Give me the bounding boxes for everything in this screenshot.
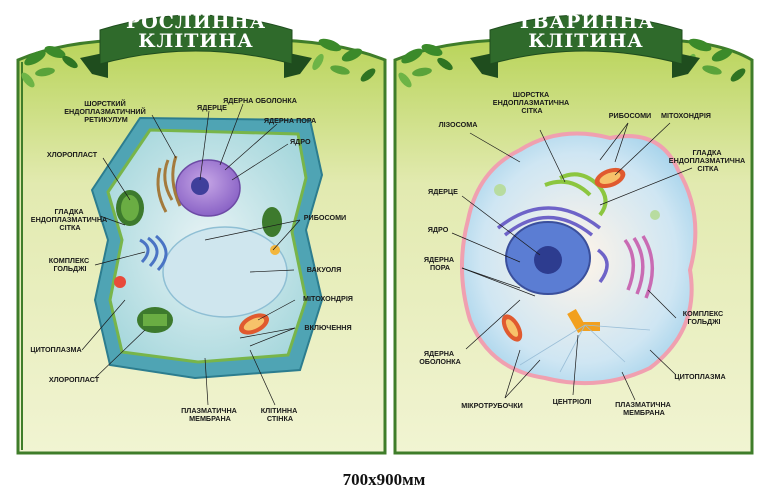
- animal-title-line1: ТВАРИННА: [517, 11, 654, 33]
- plant-label-nucleolus: ЯДЕРЦЕ: [197, 103, 227, 112]
- plant-golgi: [139, 234, 168, 272]
- animal-label-nucleolus: ЯДЕРЦЕ: [428, 187, 458, 196]
- animal-label-nuclear-pore: ЯДЕРНА ПОРА: [424, 255, 456, 272]
- animal-label-lysosome: ЛІЗОСОМА: [439, 120, 478, 129]
- animal-title-line2: КЛІТИНА: [528, 30, 644, 52]
- plant-label-smooth-er2: ГЛАДКА ЕНДОПЛАЗМАТИЧНА СІТКА: [31, 207, 109, 232]
- animal-label-plasma-membrane: ПЛАЗМАТИЧНА МЕМБРАНА: [615, 400, 673, 417]
- animal-label-mitochondria: МІТОХОНДРІЯ: [661, 111, 711, 120]
- animal-label-microtubules: МІКРОТРУБОЧКИ: [461, 401, 523, 410]
- plant-chloroplast-2: [137, 307, 173, 333]
- stand-dimension: 700х900мм: [342, 470, 426, 489]
- plant-board: РОСЛИННА КЛІТИНА: [16, 11, 387, 455]
- plant-cell: [90, 116, 324, 380]
- plant-banner: [99, 14, 293, 65]
- animal-cell: [459, 131, 698, 386]
- plant-mitochondrion: [239, 313, 269, 335]
- plant-inclusion-1: [114, 276, 126, 288]
- animal-leaves-left: [398, 43, 453, 88]
- plant-label-golgi: КОМПЛЕКС ГОЛЬДЖІ: [49, 256, 91, 273]
- animal-rough-er: [496, 206, 609, 284]
- animal-leaders: [451, 122, 693, 401]
- plant-label-cytoplasm: ЦИТОПЛАЗМА: [30, 345, 81, 354]
- animal-lysosome: [494, 184, 506, 196]
- animal-label-cytoplasm: ЦИТОПЛАЗМА: [674, 372, 725, 381]
- plant-nucleolus: [191, 177, 209, 195]
- animal-banner: [489, 14, 683, 65]
- animal-label-rough-er: ШОРСТКА ЕНДОПЛАЗМАТИЧНА СІТКА: [493, 90, 571, 115]
- animal-label-nucleus: ЯДРО: [428, 225, 449, 234]
- plant-label-vacuole: ВАКУОЛЯ: [307, 265, 342, 274]
- animal-label-nuclear-envelope: ЯДЕРНА ОБОЛОНКА: [419, 349, 461, 366]
- plant-leaves-right: [312, 38, 376, 82]
- plant-leaves-left: [21, 45, 78, 88]
- plant-leaders: [81, 103, 301, 406]
- animal-label-smooth-er: ГЛАДКА ЕНДОПЛАЗМАТИЧНА СІТКА: [669, 148, 747, 173]
- plant-vacuole: [162, 226, 288, 318]
- plant-label-nucleus: ЯДРО: [290, 137, 311, 146]
- plant-label-ribosomes: РИБОСОМИ: [304, 213, 346, 222]
- plant-chloroplast-3: [262, 207, 282, 237]
- plant-label-chloroplast-bottom: ХЛОРОПЛАСТ: [49, 375, 100, 384]
- animal-label-ribosomes: РИБОСОМИ: [609, 111, 651, 120]
- plant-label-nuclear-envelope: ЯДЕРНА ОБОЛОНКА: [223, 96, 297, 105]
- animal-label-golgi: КОМПЛЕКС ГОЛЬДЖІ: [683, 309, 725, 326]
- plant-label-inclusions: ВКЛЮЧЕННЯ: [304, 323, 351, 332]
- plant-label-cell-wall: КЛІТИННА СТІНКА: [261, 406, 300, 423]
- plant-inclusion-2: [270, 245, 280, 255]
- plant-er: [156, 155, 182, 213]
- plant-title-line2: КЛІТИНА: [138, 30, 254, 52]
- plant-label-nuclear-pore: ЯДЕРНА ПОРА: [264, 116, 316, 125]
- animal-mitochondrion-2: [501, 314, 523, 342]
- plant-chloroplast-1: [116, 190, 144, 226]
- animal-label-centrioles: ЦЕНТРІОЛІ: [553, 397, 592, 406]
- plant-title-line1: РОСЛИННА: [126, 11, 266, 33]
- animal-microtubules: [519, 324, 651, 373]
- plant-label-chloroplast-top: ХЛОРОПЛАСТ: [47, 150, 98, 159]
- animal-board: ТВАРИННА КЛІТИНА: [393, 11, 754, 455]
- plant-label-plasma-membrane: ПЛАЗМАТИЧНА МЕМБРАНА: [181, 406, 239, 423]
- plant-label-smooth-er: ШОРСТКИЙ ЕНДОПЛАЗМАТИЧНИЙ РЕТИКУЛУМ: [64, 99, 148, 124]
- animal-golgi: [623, 235, 655, 299]
- animal-nucleolus: [534, 246, 562, 274]
- animal-vesicle: [650, 210, 660, 220]
- plant-label-mitochondria: МІТОХОНДРІЯ: [303, 294, 353, 303]
